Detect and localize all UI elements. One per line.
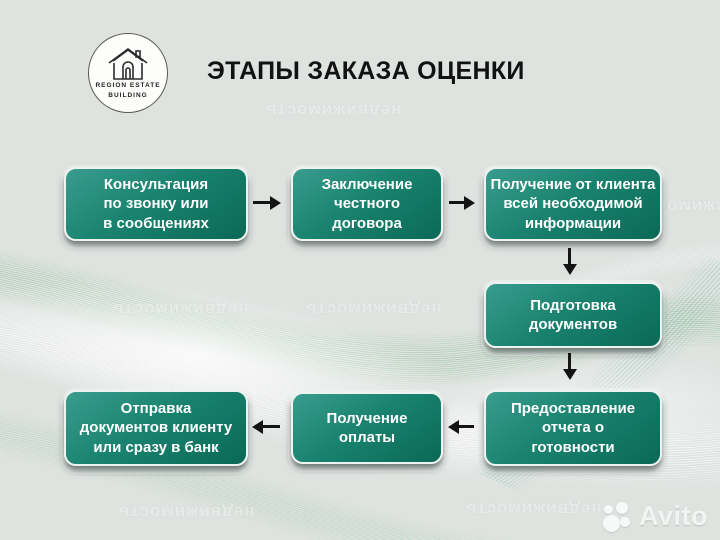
flow-step-payment: Получение оплаты [288, 390, 446, 472]
flow-step-send-documents: Отправка документов клиенту или сразу в … [61, 388, 251, 474]
house-icon [108, 48, 148, 81]
flow-step-label: Заключение честного договора [321, 175, 413, 232]
logo-line1: REGION ESTATE [95, 82, 161, 90]
arrow-down-icon [562, 248, 577, 275]
flow-step-documents-preparation: Подготовка документов [481, 280, 665, 356]
arrow-right-icon [253, 195, 281, 210]
flow-step-label: Получение оплаты [326, 409, 408, 447]
avito-dots-icon [603, 501, 633, 532]
arrow-left-icon [448, 419, 474, 434]
avito-wordmark: Avito [639, 501, 708, 531]
arrow-down-icon [562, 353, 577, 380]
flow-step-label: Получение от клиента всей необходимой ин… [490, 175, 656, 232]
flow-step-label: Консультация по звонку или в сообщениях [103, 175, 209, 232]
arrow-right-icon [449, 195, 475, 210]
flow-step-label: Подготовка документов [528, 296, 618, 334]
logo-line2: BUILDING [108, 92, 148, 99]
flow-step-label: Предоставление отчета о готовности [510, 399, 636, 456]
flow-step-report-ready: Предоставление отчета о готовности [481, 388, 665, 474]
page-title: ЭТАПЫ ЗАКАЗА ОЦЕНКИ [207, 57, 525, 85]
company-logo: REGION ESTATE BUILDING [88, 33, 168, 113]
flow-step-consultation: Консультация по звонку или в сообщениях [61, 165, 251, 249]
flow-step-contract: Заключение честного договора [288, 165, 446, 249]
flow-step-client-info: Получение от клиента всей необходимой ин… [481, 165, 665, 249]
avito-logo: Avito [603, 501, 708, 532]
arrow-left-icon [252, 419, 280, 434]
flow-step-label: Отправка документов клиенту или сразу в … [79, 399, 233, 456]
